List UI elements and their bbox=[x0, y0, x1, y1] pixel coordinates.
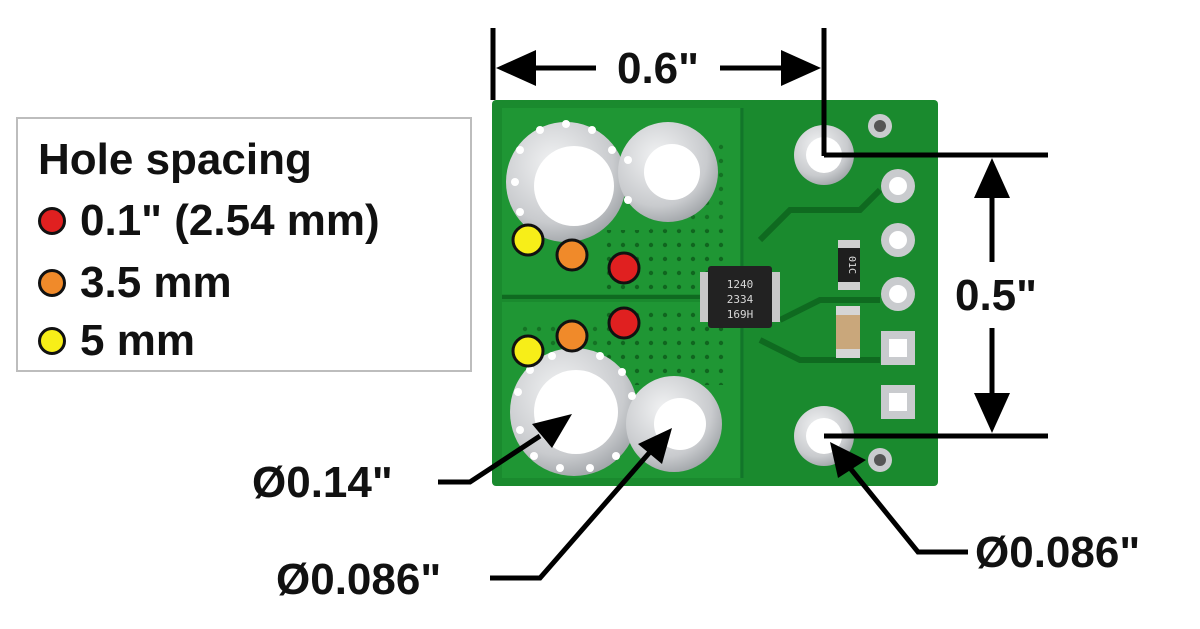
large-hole-label: Ø0.14" bbox=[252, 458, 393, 507]
chip-text-line1: 1240 bbox=[727, 278, 754, 291]
pad-via-ring bbox=[511, 120, 636, 472]
capacitor-cap-bottom bbox=[836, 349, 860, 358]
legend-item-5mm: 5 mm bbox=[38, 313, 195, 369]
trace-mid bbox=[778, 297, 880, 323]
mount-hole-label: Ø0.086" bbox=[975, 528, 1140, 577]
current-pads bbox=[506, 120, 722, 476]
legend-title: Hole spacing bbox=[38, 135, 312, 184]
header-pins bbox=[881, 169, 915, 419]
marker-3-5mm-bottom bbox=[555, 319, 589, 353]
chip-pin-right bbox=[770, 272, 780, 322]
resistor-cap-top bbox=[838, 240, 860, 248]
height-label: 0.5" bbox=[955, 271, 1037, 320]
small-hole-leader bbox=[490, 428, 672, 581]
red-dot-icon bbox=[38, 207, 66, 235]
marker-5mm-bottom bbox=[511, 334, 545, 368]
sensor-chip: 1240 2334 169H bbox=[700, 266, 780, 328]
trace-top bbox=[757, 187, 883, 243]
width-arrow-right bbox=[781, 50, 821, 86]
width-label: 0.6" bbox=[617, 44, 699, 93]
legend-item-3-5mm: 3.5 mm bbox=[38, 255, 232, 311]
width-dimension bbox=[490, 28, 827, 156]
mount-hole-leader bbox=[830, 442, 968, 555]
large-hole-arrow bbox=[532, 414, 572, 448]
legend-item-label: 5 mm bbox=[80, 316, 195, 365]
height-arrow-bottom bbox=[974, 393, 1010, 433]
hole-large-top bbox=[534, 146, 614, 226]
small-hole-arrow bbox=[638, 428, 672, 464]
capacitor-cap-top bbox=[836, 306, 860, 315]
resistor-cap-bottom bbox=[838, 282, 860, 290]
marker-5mm-top bbox=[511, 223, 545, 257]
large-hole-leader bbox=[438, 414, 572, 485]
passive-components: 01C bbox=[836, 240, 860, 358]
height-arrow-top bbox=[974, 158, 1010, 198]
chip-pin-left bbox=[700, 272, 710, 322]
marker-0-1in-top bbox=[607, 251, 641, 285]
yellow-dot-icon bbox=[38, 327, 66, 355]
small-hole-label: Ø0.086" bbox=[276, 555, 441, 604]
marker-3-5mm-top bbox=[555, 238, 589, 272]
legend-item-0-1in: 0.1" (2.54 mm) bbox=[38, 193, 380, 249]
legend: Hole spacing 0.1" (2.54 mm) 3.5 mm 5 mm bbox=[16, 117, 472, 372]
chip-text-line3: 169H bbox=[727, 308, 754, 321]
marker-0-1in-bottom bbox=[607, 306, 641, 340]
width-arrow-left bbox=[496, 50, 536, 86]
resistor-body bbox=[838, 240, 860, 290]
spacing-markers bbox=[511, 223, 641, 368]
legend-item-label: 3.5 mm bbox=[80, 258, 232, 307]
chip-body bbox=[708, 266, 772, 328]
height-dimension bbox=[824, 152, 1048, 439]
mount-hole-arrow bbox=[830, 442, 866, 478]
hole-small-top bbox=[644, 144, 700, 200]
chip-text-line2: 2334 bbox=[727, 293, 754, 306]
legend-item-label: 0.1" (2.54 mm) bbox=[80, 196, 380, 245]
orange-dot-icon bbox=[38, 269, 66, 297]
trace-low bbox=[758, 337, 880, 363]
resistor-marking: 01C bbox=[846, 256, 857, 274]
